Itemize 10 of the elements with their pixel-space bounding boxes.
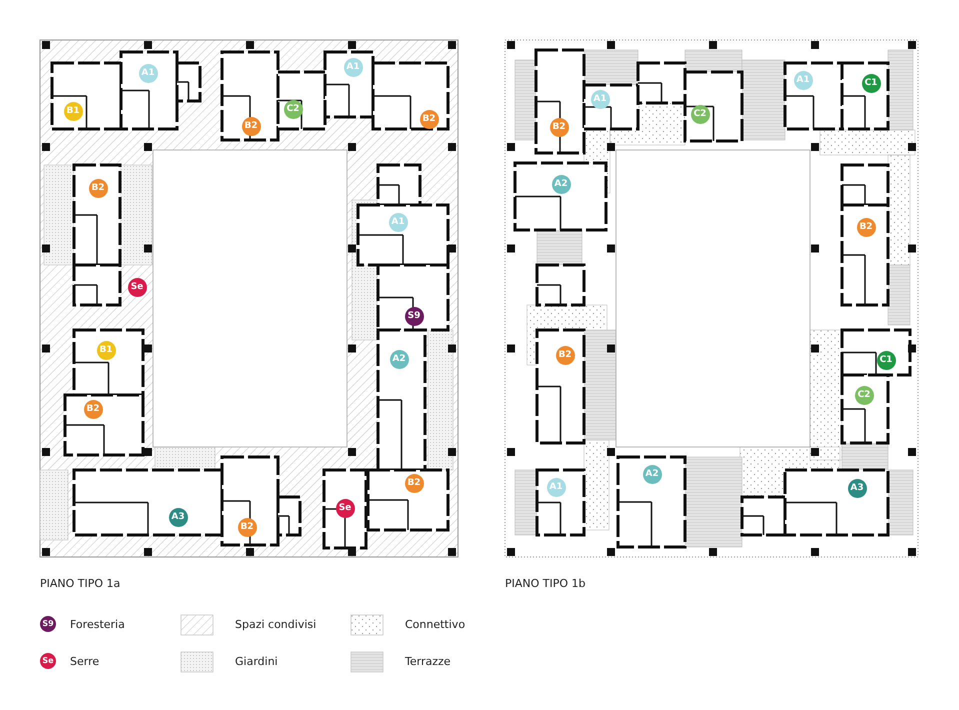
legend-label: Terrazze: [405, 655, 451, 668]
legend-label: Connettivo: [405, 618, 466, 631]
plan-title: PIANO TIPO 1a: [40, 577, 120, 590]
legend-label: Serre: [70, 655, 100, 668]
plan-title: PIANO TIPO 1b: [505, 577, 586, 590]
legend-symbol-text: Se: [42, 656, 54, 665]
legend-symbol-text: S9: [42, 619, 54, 628]
legend-label: Giardini: [235, 655, 278, 668]
legend-label: Foresteria: [70, 618, 125, 631]
legend-label: Spazi condivisi: [235, 618, 316, 631]
